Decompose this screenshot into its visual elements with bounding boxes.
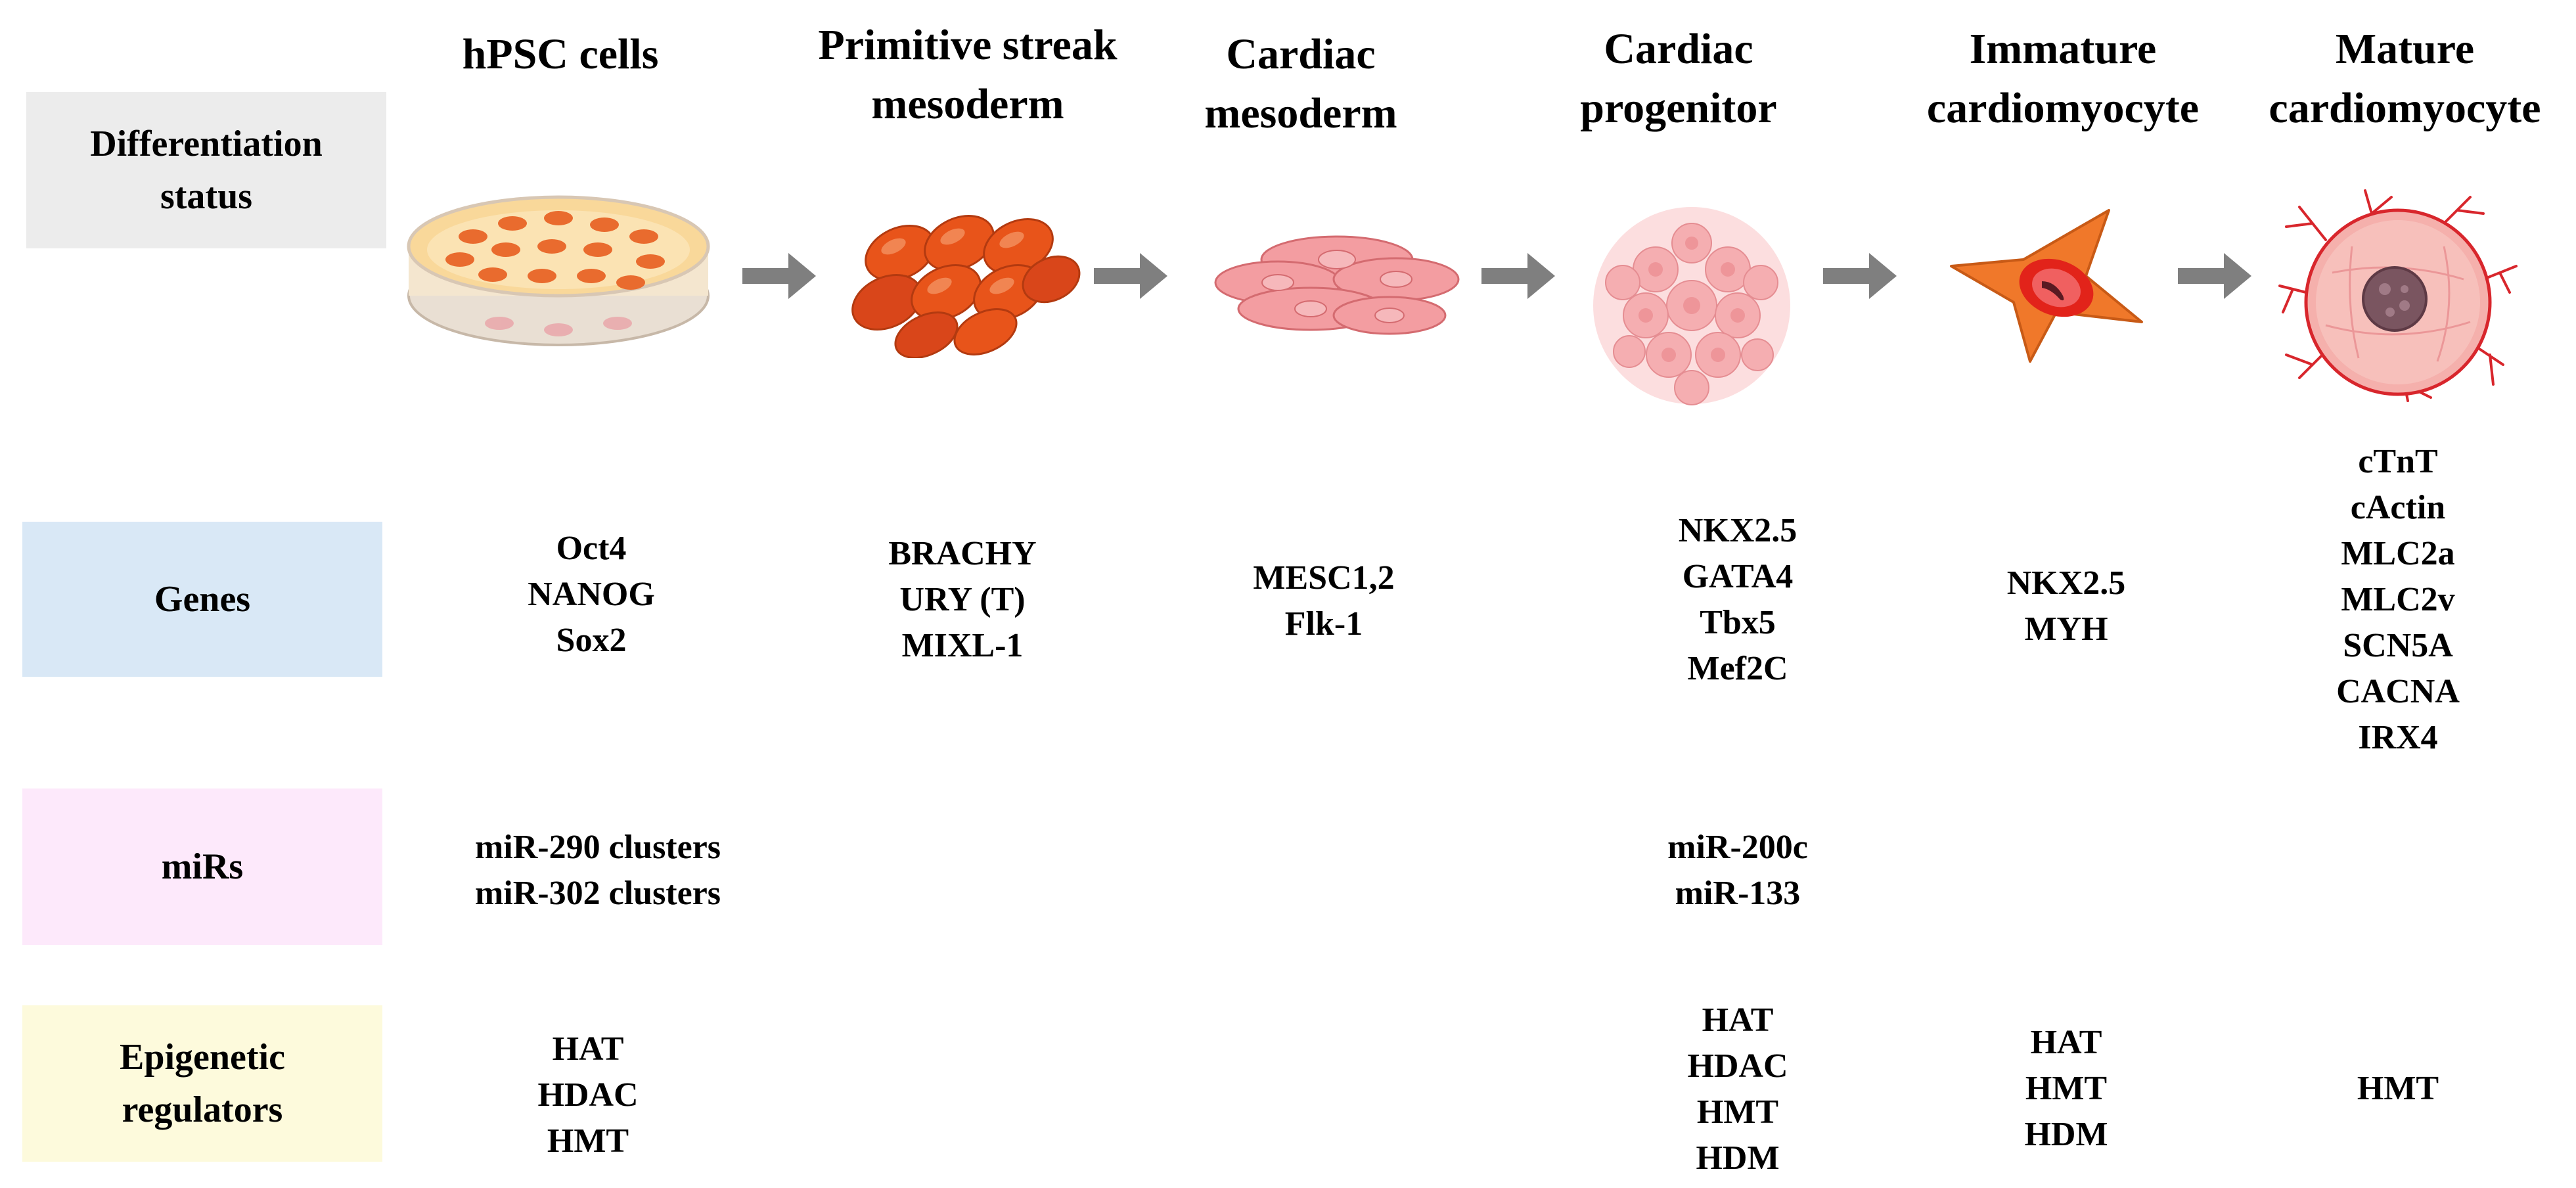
- arrow-icon: [1094, 253, 1167, 299]
- epigenetic-label: HDAC: [537, 1076, 639, 1114]
- stage-title-immature-cardiomyocyte: Immature cardiomyocyte: [1926, 25, 2200, 132]
- genes-mature-cardiomyocyte: cTnT cActin MLC2a MLC2v SCN5A CACNA IRX4: [2221, 439, 2575, 761]
- stage-title-cardiac-progenitor: Cardiac progenitor: [1580, 25, 1777, 132]
- gene-label: BRACHY: [888, 535, 1037, 572]
- mesoderm-cells-icon: [851, 214, 1081, 358]
- epigenetic-label: HMT: [2357, 1070, 2439, 1107]
- genes-immature-cardiomyocyte: NKX2.5 MYH: [1882, 560, 2250, 652]
- row-label-epigenetic-text: Epigenetic regulators: [120, 1037, 285, 1130]
- gene-label: Sox2: [556, 622, 627, 659]
- epigenetic-label: HMT: [2025, 1070, 2108, 1107]
- epigenetic-label: HMT: [547, 1122, 629, 1160]
- mir-label: miR-290 clusters: [474, 829, 721, 866]
- gene-label: cTnT: [2358, 443, 2438, 480]
- stage-title-cardiac-mesoderm: Cardiac mesoderm: [1204, 30, 1397, 137]
- genes-cardiac-progenitor: NKX2.5 GATA4 Tbx5 Mef2C: [1554, 508, 1922, 692]
- cardiac-mesoderm-cells-icon: [1214, 235, 1460, 335]
- epigenetic-cardiac-progenitor: HAT HDAC HMT HDM: [1554, 997, 1922, 1181]
- epigenetic-mature-cardiomyocyte: HMT: [2221, 1066, 2575, 1112]
- gene-label: cActin: [2350, 489, 2446, 526]
- mir-label: miR-133: [1675, 875, 1801, 912]
- epigenetic-label: HDM: [2024, 1116, 2108, 1153]
- epigenetic-label: HDM: [1696, 1139, 1780, 1177]
- gene-label: MESC1,2: [1253, 559, 1395, 597]
- genes-primitive-streak: BRACHY URY (T) MIXL-1: [779, 531, 1146, 669]
- epigenetic-label: HMT: [1696, 1093, 1779, 1131]
- mirs-cardiac-progenitor: miR-200c miR-133: [1554, 825, 1922, 917]
- immature-cardiomyocyte-icon: [1950, 209, 2143, 363]
- petri-dish-icon: [407, 195, 710, 346]
- progenitor-cluster-icon: [1593, 207, 1790, 405]
- stage-title-primitive-streak: Primitive streak mesoderm: [818, 21, 1118, 128]
- mir-label: miR-302 clusters: [474, 875, 721, 912]
- gene-label: IRX4: [2358, 719, 2438, 756]
- row-label-genes: Genes: [22, 522, 382, 677]
- stage-title-mature-cardiomyocyte: Mature cardiomyocyte: [2269, 25, 2541, 132]
- epigenetic-label: HAT: [2030, 1024, 2102, 1061]
- gene-label: Oct4: [556, 530, 627, 567]
- epigenetic-label: HAT: [1702, 1001, 1774, 1039]
- epigenetic-hpsc: HAT HDAC HMT: [404, 1026, 772, 1164]
- gene-label: Mef2C: [1687, 650, 1788, 687]
- row-label-differentiation: Differentiation status: [26, 92, 386, 248]
- gene-label: SCN5A: [2343, 627, 2453, 664]
- gene-label: GATA4: [1682, 558, 1794, 595]
- arrow-icon: [2178, 253, 2251, 299]
- gene-label: URY (T): [899, 581, 1026, 618]
- epigenetic-immature-cardiomyocyte: HAT HMT HDM: [1882, 1020, 2250, 1158]
- mirs-hpsc: miR-290 clusters miR-302 clusters: [414, 825, 782, 917]
- gene-label: Flk-1: [1284, 605, 1363, 643]
- gene-label: NKX2.5: [2006, 564, 2126, 602]
- row-label-epigenetic: Epigenetic regulators: [22, 1005, 382, 1162]
- arrow-icon: [1823, 253, 1897, 299]
- row-label-differentiation-text: Differentiation status: [90, 124, 323, 217]
- row-label-genes-text: Genes: [154, 579, 251, 620]
- mir-label: miR-200c: [1667, 829, 1808, 866]
- gene-label: MIXL-1: [901, 627, 1024, 664]
- gene-label: NKX2.5: [1678, 512, 1797, 549]
- gene-label: MYH: [2024, 610, 2108, 648]
- gene-label: MLC2v: [2341, 581, 2455, 618]
- epigenetic-label: HAT: [552, 1030, 624, 1068]
- genes-cardiac-mesoderm: MESC1,2 Flk-1: [1140, 555, 1508, 647]
- stage-title-hpsc: hPSC cells: [462, 30, 659, 78]
- mature-cardiomyocyte-icon: [2278, 189, 2518, 402]
- arrow-icon: [1481, 253, 1555, 299]
- gene-label: Tbx5: [1700, 604, 1776, 641]
- gene-label: CACNA: [2336, 673, 2460, 710]
- row-label-mirs-text: miRs: [161, 846, 244, 887]
- arrow-icon: [742, 253, 816, 299]
- epigenetic-label: HDAC: [1687, 1047, 1788, 1085]
- row-label-mirs: miRs: [22, 788, 382, 945]
- gene-label: MLC2a: [2341, 535, 2455, 572]
- genes-hpsc: Oct4 NANOG Sox2: [407, 526, 775, 664]
- gene-label: NANOG: [528, 576, 655, 613]
